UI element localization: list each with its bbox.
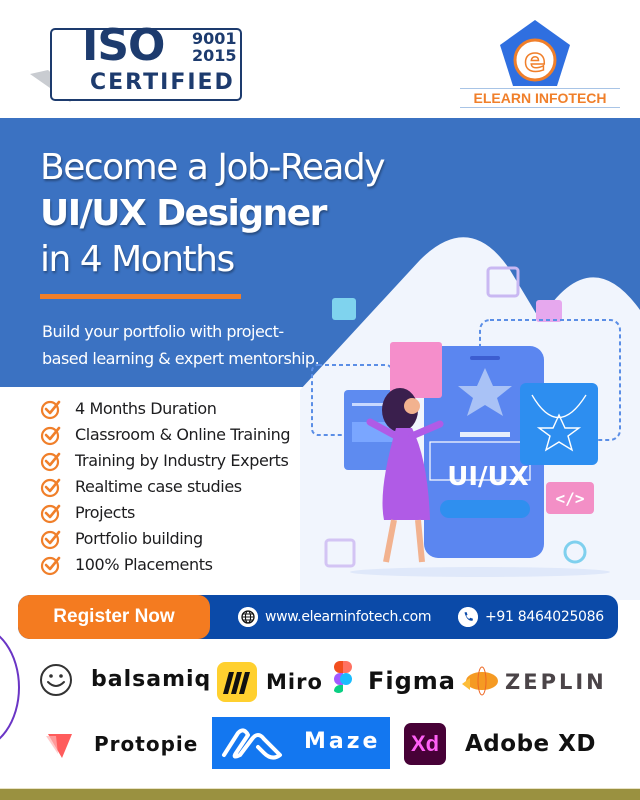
xd-icon: Xd [404,723,446,765]
svg-text:UI/UX: UI/UX [447,462,528,492]
subtitle-line-2: based learning & expert mentorship. [42,349,320,368]
elearn-logo[interactable]: e ELEARN INFOTECH [460,18,620,110]
phone-icon [458,607,478,627]
decorative-arc [0,625,20,750]
feature-label: 4 Months Duration [75,399,217,418]
check-circle-icon [40,400,61,420]
zeppelin-icon [460,664,500,698]
uiux-illustration: UI/UX </> [300,237,640,600]
feature-label: Portfolio building [75,529,203,548]
protopie-icon [44,728,74,760]
headline-line-3: in 4 Months [40,239,235,280]
check-circle-icon [40,478,61,498]
iso-text: ISO [82,20,165,71]
feature-item: 4 Months Duration [40,396,290,422]
certified-text: CERTIFIED [90,70,235,95]
iso-number: 9001 [192,29,237,48]
iso-year: 2015 [192,46,237,65]
feature-item: Classroom & Online Training [40,422,291,448]
smiley-icon [40,664,72,696]
tool-protopie: Protopie [94,732,199,756]
tool-balsamiq: balsamiq [91,667,212,692]
feature-item: Realtime case studies [40,474,290,500]
feature-list: 4 Months Duration Classroom & Online Tra… [40,396,291,578]
tool-miro: Miro [266,670,323,694]
feature-label: Training by Industry Experts [75,451,289,470]
check-circle-icon [40,530,61,550]
feature-label: 100% Placements [75,555,213,574]
footer-strip [0,788,640,800]
feature-item: Training by Industry Experts [40,448,290,474]
iso-standard: 9001 2015 [192,30,237,64]
feature-item: Projects [40,500,290,526]
xd-icon-text: Xd [410,731,440,756]
headline-underline [40,294,241,299]
check-circle-icon [40,556,61,576]
feature-label: Projects [75,503,135,522]
iso-frame [50,28,242,101]
tool-zeplin: ZEPLIN [505,670,607,694]
subtitle-line-1: Build your portfolio with project- [42,322,284,341]
tool-figma: Figma [368,667,457,695]
headline-line-1: Become a Job-Ready [40,147,386,188]
balsamiq-logo [38,662,74,698]
figma-icon [331,660,355,704]
feature-label: Realtime case studies [75,477,242,496]
feature-label: Classroom & Online Training [75,425,291,444]
pentagon-logo-icon: e [500,20,570,86]
brand-name: ELEARN INFOTECH [460,88,620,108]
hero-headline: Become a Job-Ready UI/UX Designer in 4 M… [40,145,386,283]
register-now-button[interactable]: Register Now [18,595,210,639]
headline-emphasis: UI/UX Designer [40,193,327,234]
globe-icon [238,607,258,627]
check-circle-icon [40,426,61,446]
tool-adobe-xd: Adobe XD [465,731,596,757]
feature-item: 100% Placements [40,552,290,578]
maze-icon [222,728,282,760]
check-circle-icon [40,452,61,472]
feature-item: Portfolio building [40,526,290,552]
headline-line-2: UI/UX Designer [40,191,384,237]
contact-bar: Register Now www.elearninfotech.com +91 … [18,595,618,639]
svg-text:</>: </> [556,489,585,508]
maze-logo: Maze [212,717,390,769]
phone-number[interactable]: +91 8464025086 [485,609,604,625]
miro-icon [217,662,257,702]
hero-subtitle: Build your portfolio with project- based… [42,318,320,372]
iso-certified-badge: ISO 9001 2015 CERTIFIED [30,22,246,102]
website-link[interactable]: www.elearninfotech.com [265,609,432,625]
check-circle-icon [40,504,61,524]
svg-text:e: e [524,41,546,79]
tool-maze: Maze [304,729,381,754]
